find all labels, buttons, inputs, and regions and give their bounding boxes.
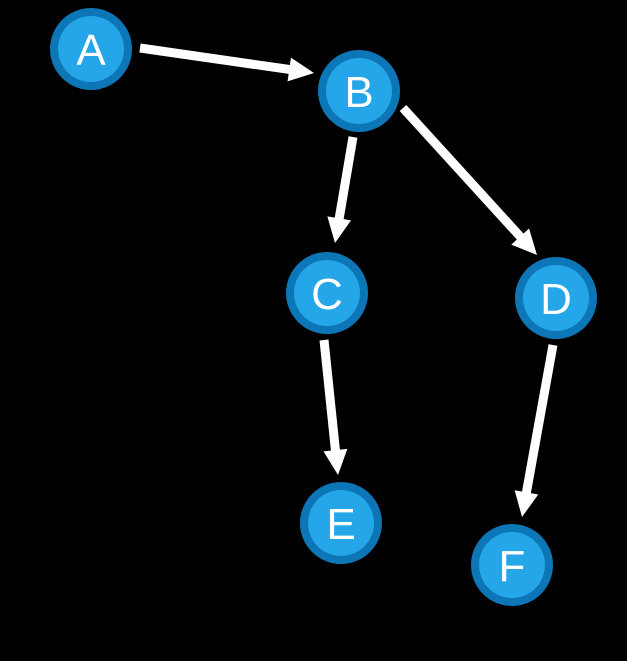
edge-C-E-line [319,339,341,452]
edge-D-F [514,344,558,517]
edge-C-E [319,339,348,475]
edge-D-F-arrowhead-icon [514,490,539,517]
node-E-label: E [326,500,355,549]
node-C-body [294,260,360,326]
edge-B-C-arrowhead-icon [327,216,352,243]
edge-D-F-line [521,344,558,495]
edge-B-D-line [399,104,525,241]
node-C: C [286,252,368,334]
node-D-label: D [540,275,572,324]
node-F-body [479,532,545,598]
edge-A-B [139,43,314,82]
node-A-body [58,16,124,82]
node-E-body [308,490,374,556]
edge-B-D [399,104,537,255]
edge-B-C [327,136,358,243]
edge-A-B-line [139,43,291,75]
nodes-layer: A B C D E F [50,8,597,606]
edge-A-B-arrowhead-icon [287,57,314,82]
node-C-label: C [311,270,343,319]
node-E: E [300,482,382,564]
node-B: B [318,50,400,132]
edges-layer [139,43,558,517]
node-F: F [471,524,553,606]
edge-C-E-arrowhead-icon [323,448,348,475]
node-D: D [515,257,597,339]
node-F-label: F [499,542,526,591]
node-B-body [326,58,392,124]
node-A-label: A [76,26,106,75]
edge-B-D-arrowhead-icon [511,228,537,255]
edge-B-C-line [334,136,358,221]
node-D-body [523,265,589,331]
node-A: A [50,8,132,90]
node-B-label: B [344,68,373,117]
